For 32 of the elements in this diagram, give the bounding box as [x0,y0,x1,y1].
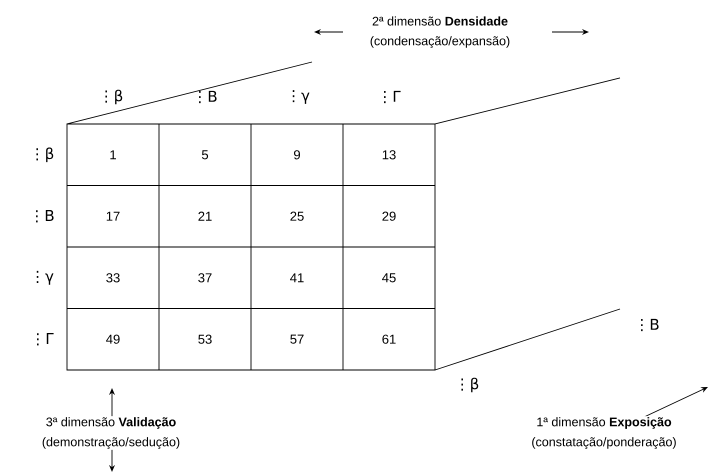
dimension-label: 3ª dimensão Validação [44,416,178,430]
table-cell: 5 [202,150,208,160]
table-cell: 1 [110,150,116,160]
row-header: ⋮Β [36,210,54,222]
axis-label: ⋮Β [641,318,659,332]
table-cell: 9 [294,150,300,160]
table-cell: 61 [382,334,396,344]
table-cell: 41 [290,273,304,282]
row-header: ⋮Γ [37,333,54,346]
column-header: ⋮Γ [384,90,401,104]
table-cell: 29 [382,212,396,221]
table-cell: 13 [382,150,396,160]
axis-label: ⋮β [461,378,478,392]
table-cell: 37 [198,273,212,282]
row-header: ⋮γ [36,270,54,285]
table-cell: 53 [198,334,212,344]
table-cell: 45 [382,273,396,282]
table-cell: 21 [198,212,212,221]
dimension-label: 2ª dimensão Densidade [371,15,509,27]
table-cell: 25 [290,212,304,221]
dimension-label: (demonstração/sedução) [40,436,182,450]
column-header: ⋮Β [199,90,217,104]
dimension-label: (condensação/expansão) [368,35,512,49]
dimension-label: 1ª dimensão Exposição [535,416,673,430]
table-cell: 33 [106,273,120,282]
table-cell: 49 [106,334,120,344]
table-cell: 17 [106,212,120,221]
column-header: ⋮β [105,90,122,104]
dimension-label: (constatação/ponderação) [530,436,678,450]
table-cell: 57 [290,334,304,344]
column-header: ⋮γ [292,90,310,104]
row-header: ⋮β [36,148,54,162]
